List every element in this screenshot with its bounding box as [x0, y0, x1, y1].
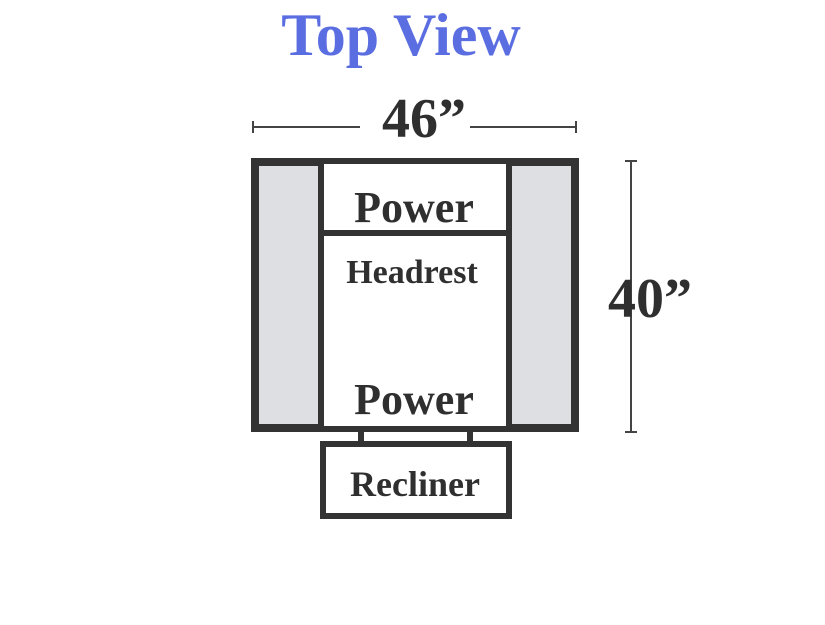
width-dimension: 46”	[252, 88, 577, 150]
diagram-title: Top View	[281, 2, 521, 68]
recliner-box	[320, 441, 512, 519]
recliner-label: Recliner	[350, 464, 480, 504]
bottom-power-label: Power	[354, 375, 474, 424]
depth-label: 40”	[608, 268, 692, 330]
right-arm	[507, 162, 575, 428]
chair-outline	[251, 158, 579, 519]
top-power-label: Power	[354, 183, 474, 232]
left-arm	[255, 162, 323, 428]
depth-dimension: 40”	[608, 160, 692, 433]
width-label: 46”	[382, 88, 466, 150]
headrest-label: Headrest	[346, 254, 478, 291]
